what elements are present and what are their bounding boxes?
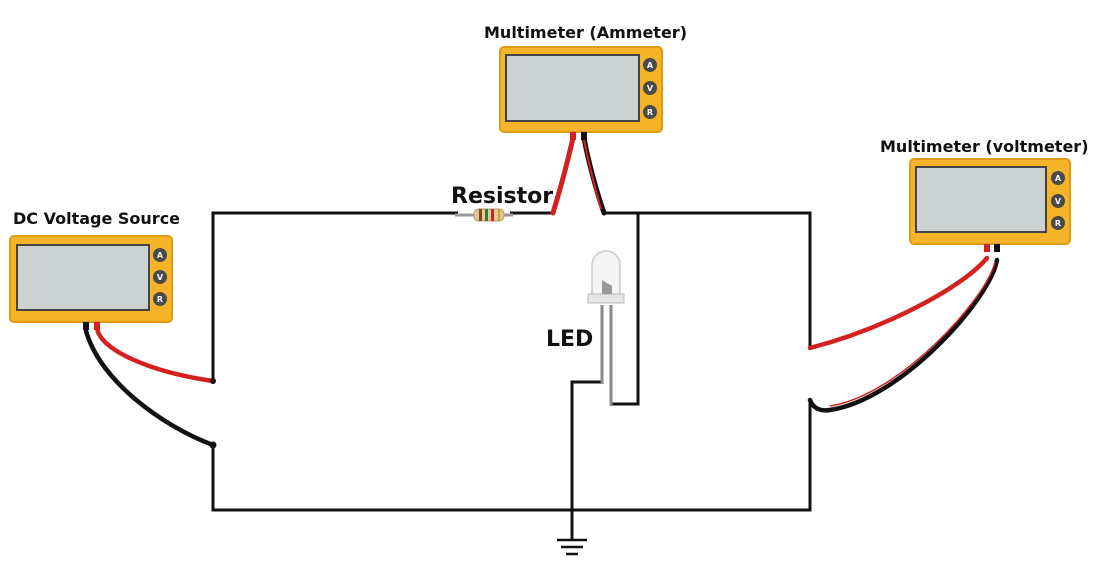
svg-text:R: R xyxy=(1055,219,1061,228)
resistor xyxy=(455,208,513,222)
mode-button-r-icon[interactable]: R xyxy=(153,292,167,306)
dc-voltage-source: A V R xyxy=(9,235,173,330)
mode-button-v-icon[interactable]: V xyxy=(153,270,167,284)
wire-ammeter-to-right xyxy=(604,211,812,348)
dc-source-label: DC Voltage Source xyxy=(13,209,180,228)
circuit-wires xyxy=(211,211,812,540)
mode-button-r-icon[interactable]: R xyxy=(643,105,657,119)
svg-text:A: A xyxy=(647,61,654,70)
svg-text:A: A xyxy=(1055,174,1062,183)
mode-button-a-icon[interactable]: A xyxy=(153,248,167,262)
ground-symbol xyxy=(557,538,587,556)
led-label: LED xyxy=(546,327,593,352)
mode-button-r-icon[interactable]: R xyxy=(1051,216,1065,230)
dc-red-lead xyxy=(94,325,216,384)
svg-text:V: V xyxy=(157,273,164,282)
wire-led-return xyxy=(611,213,640,406)
led xyxy=(587,250,625,406)
mode-button-a-icon[interactable]: A xyxy=(1051,171,1065,185)
ammeter-red-lead xyxy=(550,135,576,216)
ammeter-black-lead xyxy=(581,135,607,216)
wire-left-top xyxy=(211,211,458,380)
svg-text:A: A xyxy=(157,251,164,260)
voltmeter-label: Multimeter (voltmeter) xyxy=(880,137,1089,156)
ammeter-multimeter: A V R xyxy=(499,46,663,140)
wire-right-lower xyxy=(211,400,812,512)
svg-text:R: R xyxy=(647,108,653,117)
mode-button-v-icon[interactable]: V xyxy=(643,81,657,95)
wire-led-to-ground xyxy=(570,380,602,540)
mode-button-v-icon[interactable]: V xyxy=(1051,194,1065,208)
svg-text:R: R xyxy=(157,295,163,304)
svg-text:V: V xyxy=(647,84,654,93)
voltmeter-red-lead xyxy=(807,255,990,351)
resistor-label: Resistor xyxy=(451,184,553,209)
voltmeter-multimeter: A V R xyxy=(909,158,1071,252)
mode-button-a-icon[interactable]: A xyxy=(643,58,657,72)
voltmeter-black-lead xyxy=(807,257,1000,413)
svg-text:V: V xyxy=(1055,197,1062,206)
ammeter-label: Multimeter (Ammeter) xyxy=(484,23,687,42)
dc-black-lead xyxy=(83,328,216,448)
